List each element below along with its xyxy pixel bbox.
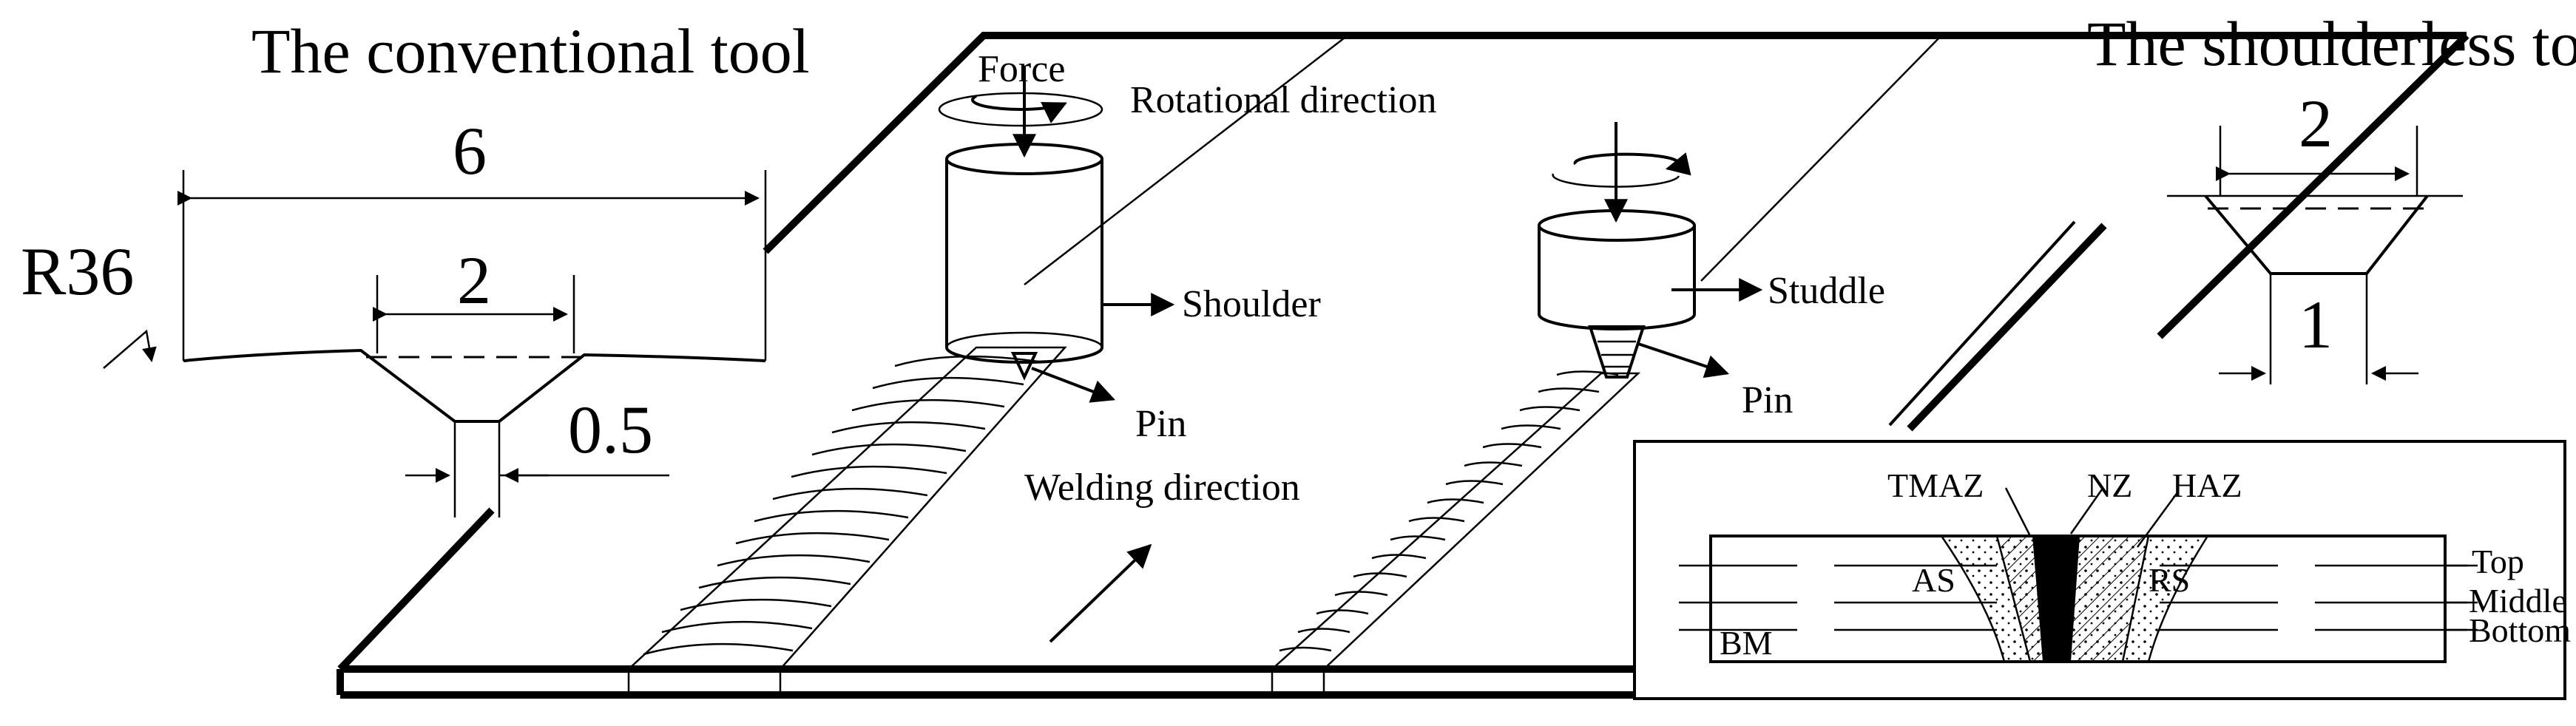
pin-right-leader-arrow — [1637, 342, 1730, 379]
conventional-tool-title: The conventional tool — [251, 16, 810, 86]
pin-left-leader-arrow — [1031, 367, 1115, 403]
nz-label: NZ — [2087, 467, 2132, 504]
dim-width-label: 6 — [453, 113, 487, 189]
top-label: Top — [2472, 543, 2524, 580]
conventional-tool-profile: The conventional tool 6 2 R36 0.5 — [21, 16, 810, 518]
rotational-direction-label: Rotational direction — [1130, 79, 1436, 121]
weld-seam-left — [626, 346, 1067, 671]
rs-label: RS — [2149, 561, 2190, 599]
studdle-label: Studdle — [1768, 270, 1885, 312]
pin-right-label: Pin — [1742, 379, 1793, 421]
dim-bottom-label: 1 — [2299, 287, 2333, 362]
shoulderless-tool-title: The shoulderless tool — [2087, 8, 2576, 79]
dim-top-label: 2 — [2299, 86, 2333, 161]
welding-direction-label: Welding direction — [1024, 467, 1300, 509]
shoulderless-tool-3d — [1538, 122, 1696, 379]
bm-label: BM — [1720, 624, 1773, 662]
cross-section-inset — [1633, 440, 2566, 700]
haz-label: HAZ — [2172, 467, 2242, 504]
as-label: AS — [1912, 561, 1955, 599]
tmaz-label: TMAZ — [1887, 467, 1984, 504]
middle-label: Middle — [2469, 582, 2567, 620]
pin-left-label: Pin — [1135, 403, 1186, 445]
workpiece-plate — [337, 32, 2469, 699]
dim-depth-label: 0.5 — [568, 392, 653, 467]
weld-seam-right — [1269, 370, 1641, 671]
dim-pin-label: 2 — [457, 242, 491, 318]
conventional-tool-3d — [938, 67, 1103, 381]
shoulder-label: Shoulder — [1182, 283, 1321, 325]
bottom-label: Bottom — [2469, 611, 2571, 649]
welding-direction-arrow — [1049, 543, 1152, 643]
shoulderless-tool-profile: The shoulderless tool 2 1 — [2087, 8, 2576, 384]
force-label: Force — [978, 48, 1065, 90]
dim-radius-label: R36 — [21, 234, 134, 309]
